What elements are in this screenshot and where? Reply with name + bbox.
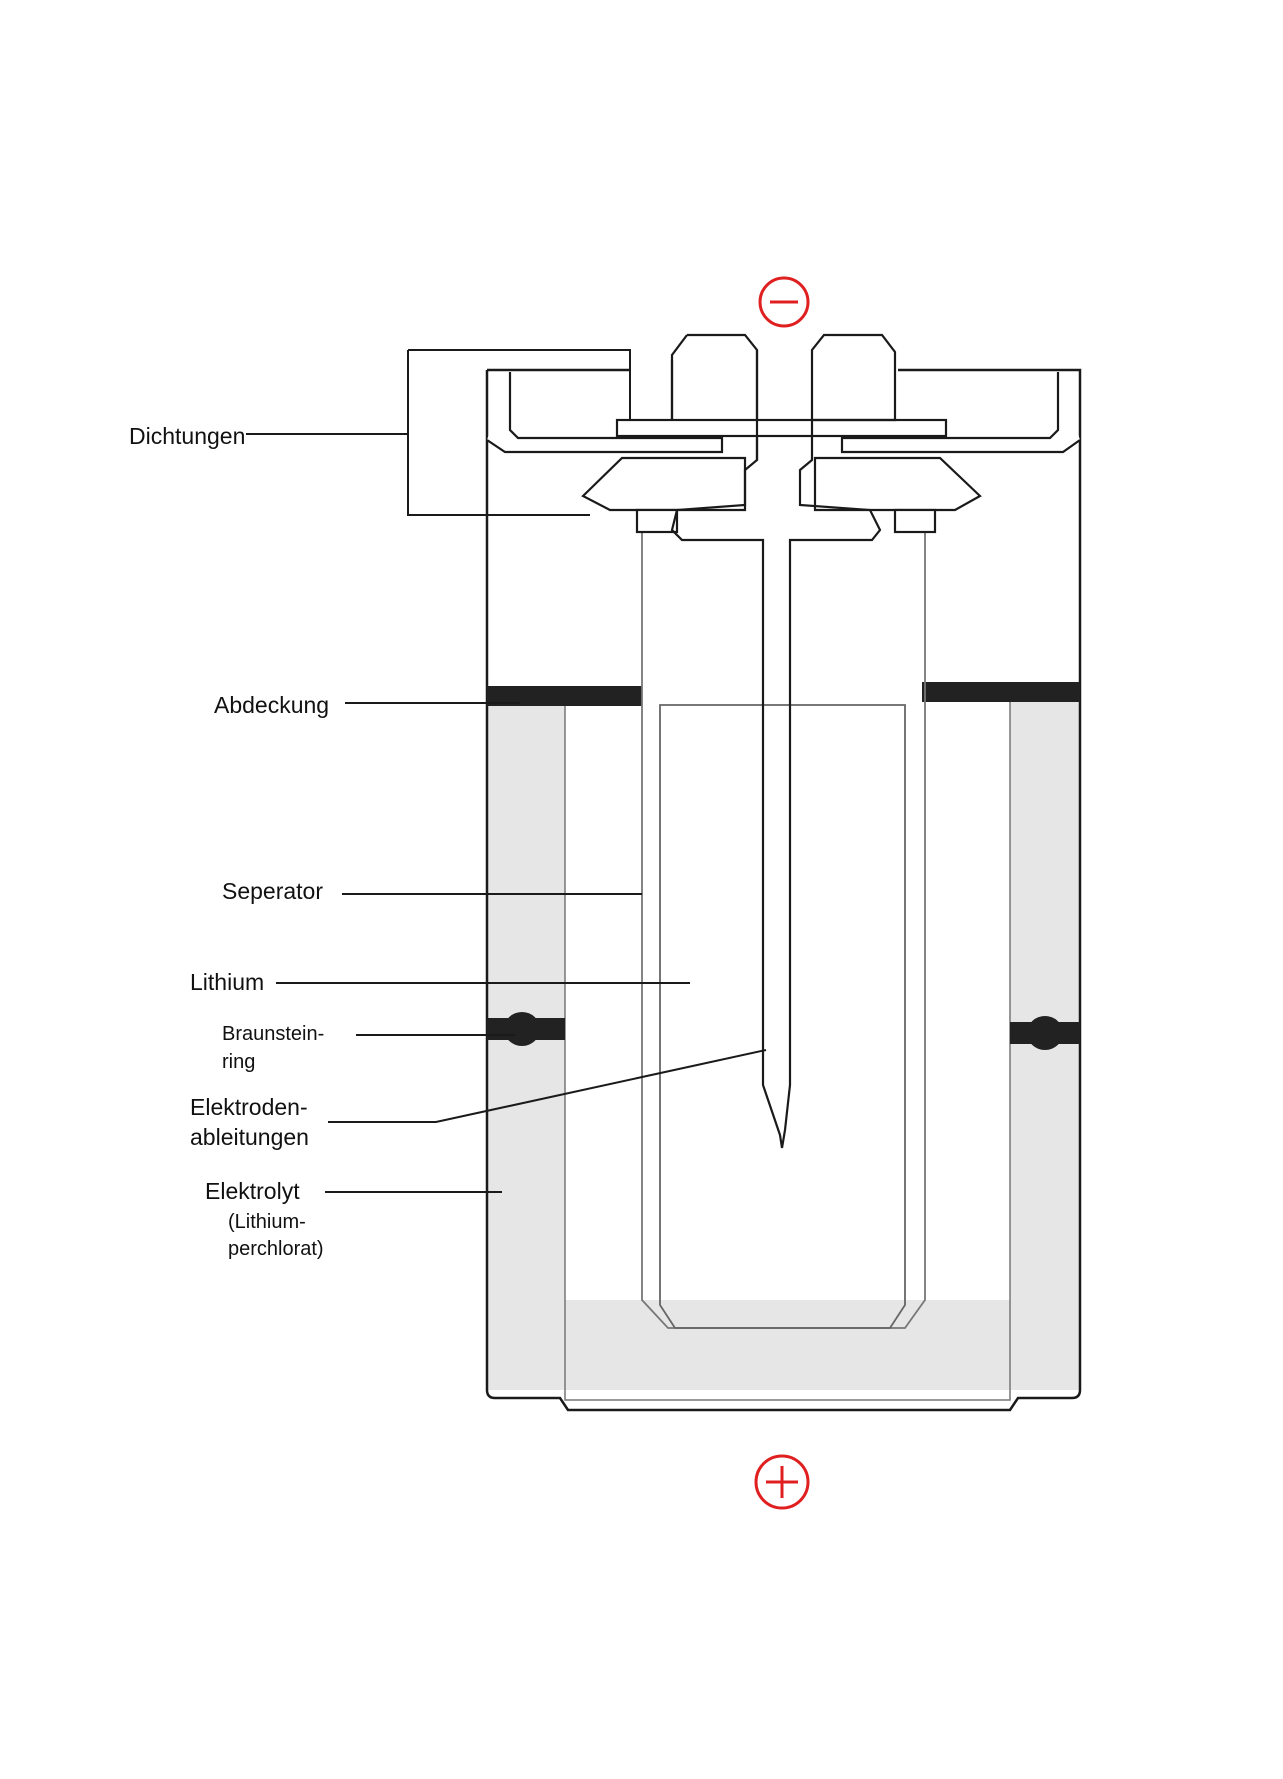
label-braunstein-2: ring [222, 1051, 256, 1073]
battery-casing [485, 368, 1082, 1412]
seals [486, 372, 1081, 534]
label-elektrolyt-sub-1: (Lithium- [228, 1211, 306, 1233]
label-elektrolyt: Elektrolyt [205, 1178, 300, 1204]
label-abdeckung: Abdeckung [214, 692, 330, 718]
inner-container [564, 700, 1011, 1401]
leader-lines [246, 349, 767, 1193]
positive-pole-icon [754, 1454, 810, 1510]
label-seperator: Seperator [222, 878, 324, 904]
label-elektroden-1: Elektroden- [190, 1094, 308, 1120]
braunstein-ring [487, 1012, 1080, 1050]
label-braunstein-1: Braunstein- [222, 1023, 325, 1045]
label-elektroden-2: ableitungen [190, 1124, 309, 1150]
negative-pole-icon [758, 276, 810, 328]
electrolyte-region [487, 700, 1080, 1390]
negative-terminal [670, 333, 897, 1149]
label-lithium: Lithium [190, 969, 265, 995]
separator [641, 530, 926, 1329]
lithium-anode [659, 704, 906, 1329]
cover-band [487, 682, 1080, 706]
label-dichtungen: Dichtungen [129, 423, 246, 449]
label-elektrolyt-sub-2: perchlorat) [228, 1238, 324, 1260]
